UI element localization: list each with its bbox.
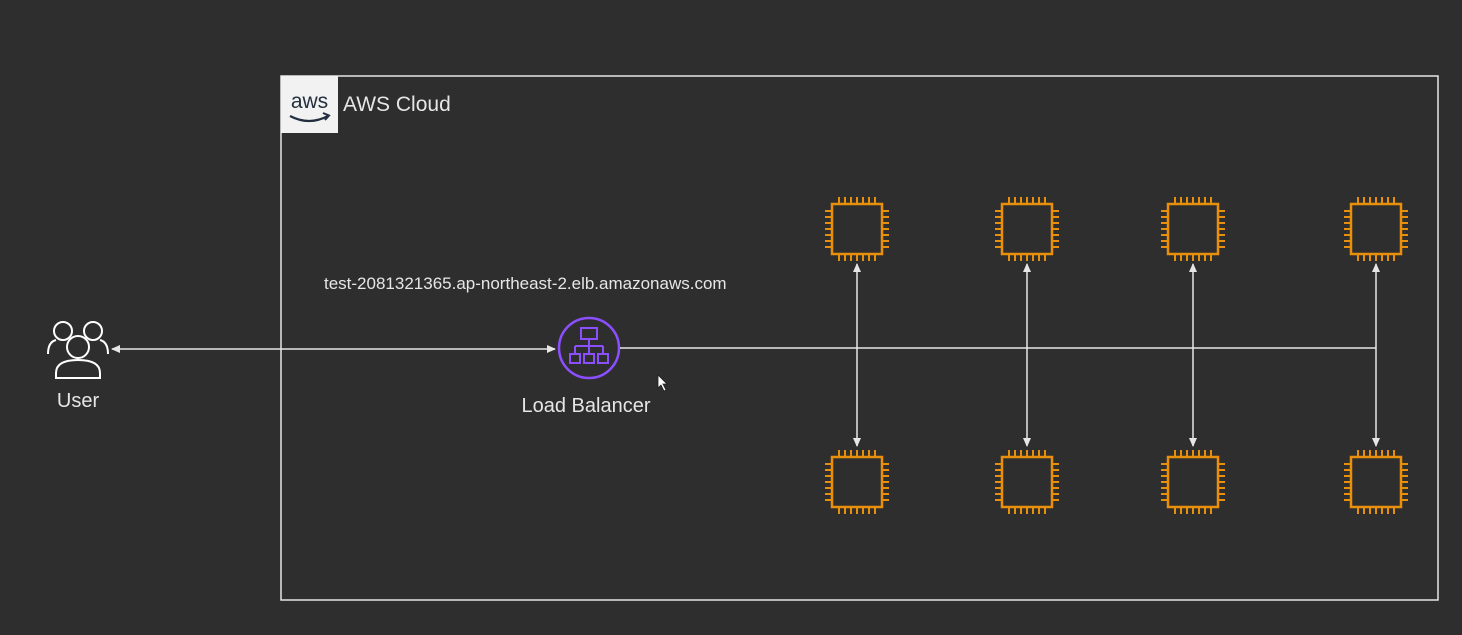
ec2-instance-icon xyxy=(995,450,1059,514)
ec2-instance-icon xyxy=(1161,197,1225,261)
aws-cloud-group xyxy=(280,75,1439,601)
user-label: User xyxy=(57,390,100,412)
ec2-instance-icon xyxy=(1344,197,1408,261)
ec2-instance-icon xyxy=(825,197,889,261)
aws-logo-text: aws xyxy=(291,90,328,113)
users-icon xyxy=(47,321,109,379)
load-balancer-icon xyxy=(557,316,621,380)
ec2-instance-icon xyxy=(1344,450,1408,514)
load-balancer-dns-name: test-2081321365.ap-northeast-2.elb.amazo… xyxy=(324,274,727,293)
aws-logo: aws xyxy=(281,76,338,133)
mouse-cursor-icon xyxy=(657,374,668,392)
load-balancer-label: Load Balancer xyxy=(522,395,651,417)
aws-cloud-title: AWS Cloud xyxy=(343,93,451,116)
ec2-instance-icon xyxy=(1161,450,1225,514)
ec2-instance-icon xyxy=(825,450,889,514)
instances-layer xyxy=(825,197,1408,514)
ec2-instance-icon xyxy=(995,197,1059,261)
